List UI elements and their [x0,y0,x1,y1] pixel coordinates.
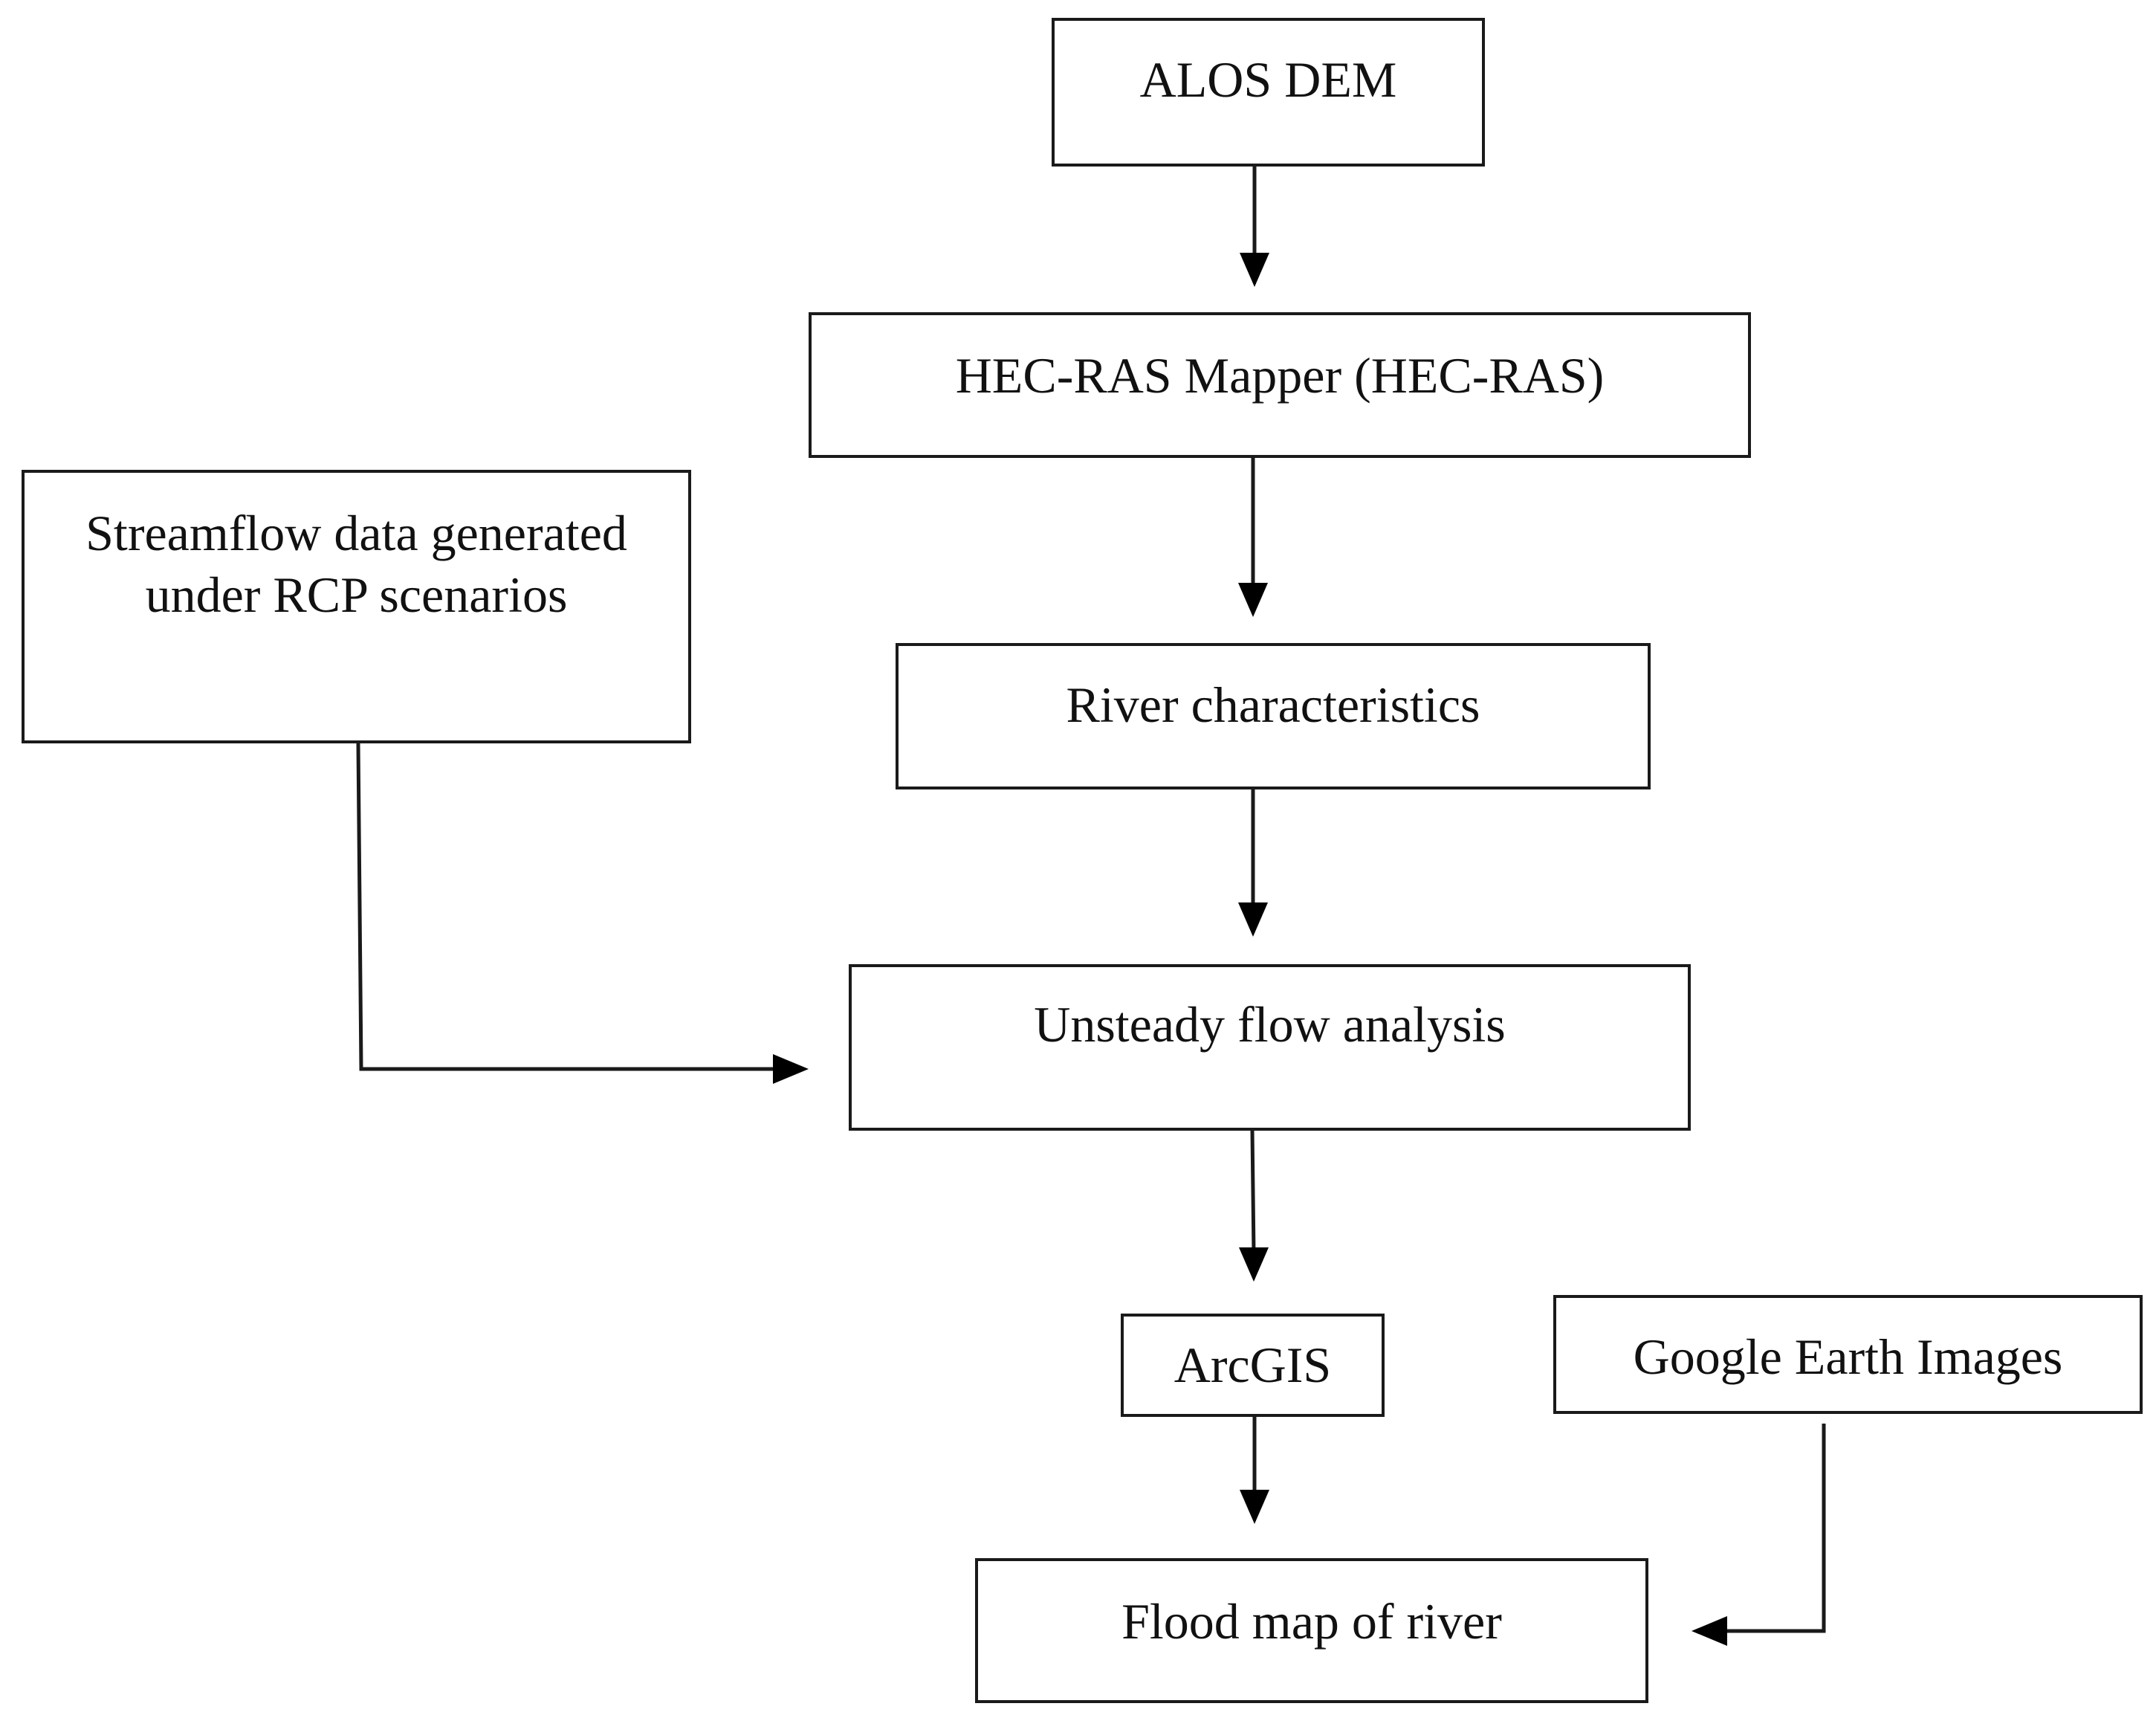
arcgis-box: ArcGIS [1121,1314,1385,1417]
arrowhead-unsteady-top [1238,902,1268,937]
streamflow-label-line2: under RCP scenarios [145,566,568,623]
google-earth-images-box: Google Earth Images [1553,1295,2143,1414]
flood-map-label: Flood map of river [1121,1593,1502,1650]
arrowhead-unsteady-left [773,1054,809,1084]
hec-ras-mapper-box: HEC-RAS Mapper (HEC-RAS) [809,312,1751,458]
streamflow-label-line1: Streamflow data generated [85,505,627,561]
edge-streamflow-to-unsteady [356,743,777,1071]
google-earth-images-label: Google Earth Images [1633,1328,2063,1385]
hec-ras-mapper-label: HEC-RAS Mapper (HEC-RAS) [955,347,1605,404]
flood-map-box: Flood map of river [975,1558,1648,1703]
arcgis-label: ArcGIS [1174,1337,1332,1394]
arrowhead-flood-top [1240,1490,1269,1524]
unsteady-flow-analysis-box: Unsteady flow analysis [849,964,1691,1131]
river-characteristics-box: River characteristics [896,643,1651,789]
streamflow-data-box: Streamflow data generated under RCP scen… [22,470,691,743]
alos-dem-box: ALOS DEM [1052,18,1485,167]
unsteady-flow-analysis-label: Unsteady flow analysis [1034,996,1506,1053]
arrowhead-flood-right [1692,1616,1727,1646]
alos-dem-label: ALOS DEM [1139,51,1397,108]
arrowhead-arcgis [1239,1247,1269,1282]
edge-google-to-flood [1723,1424,1826,1633]
arrowhead-hecras [1240,253,1269,287]
river-characteristics-label: River characteristics [1066,676,1480,733]
edge-unsteady-to-arcgis [1250,1130,1256,1254]
arrowhead-river [1238,583,1268,617]
